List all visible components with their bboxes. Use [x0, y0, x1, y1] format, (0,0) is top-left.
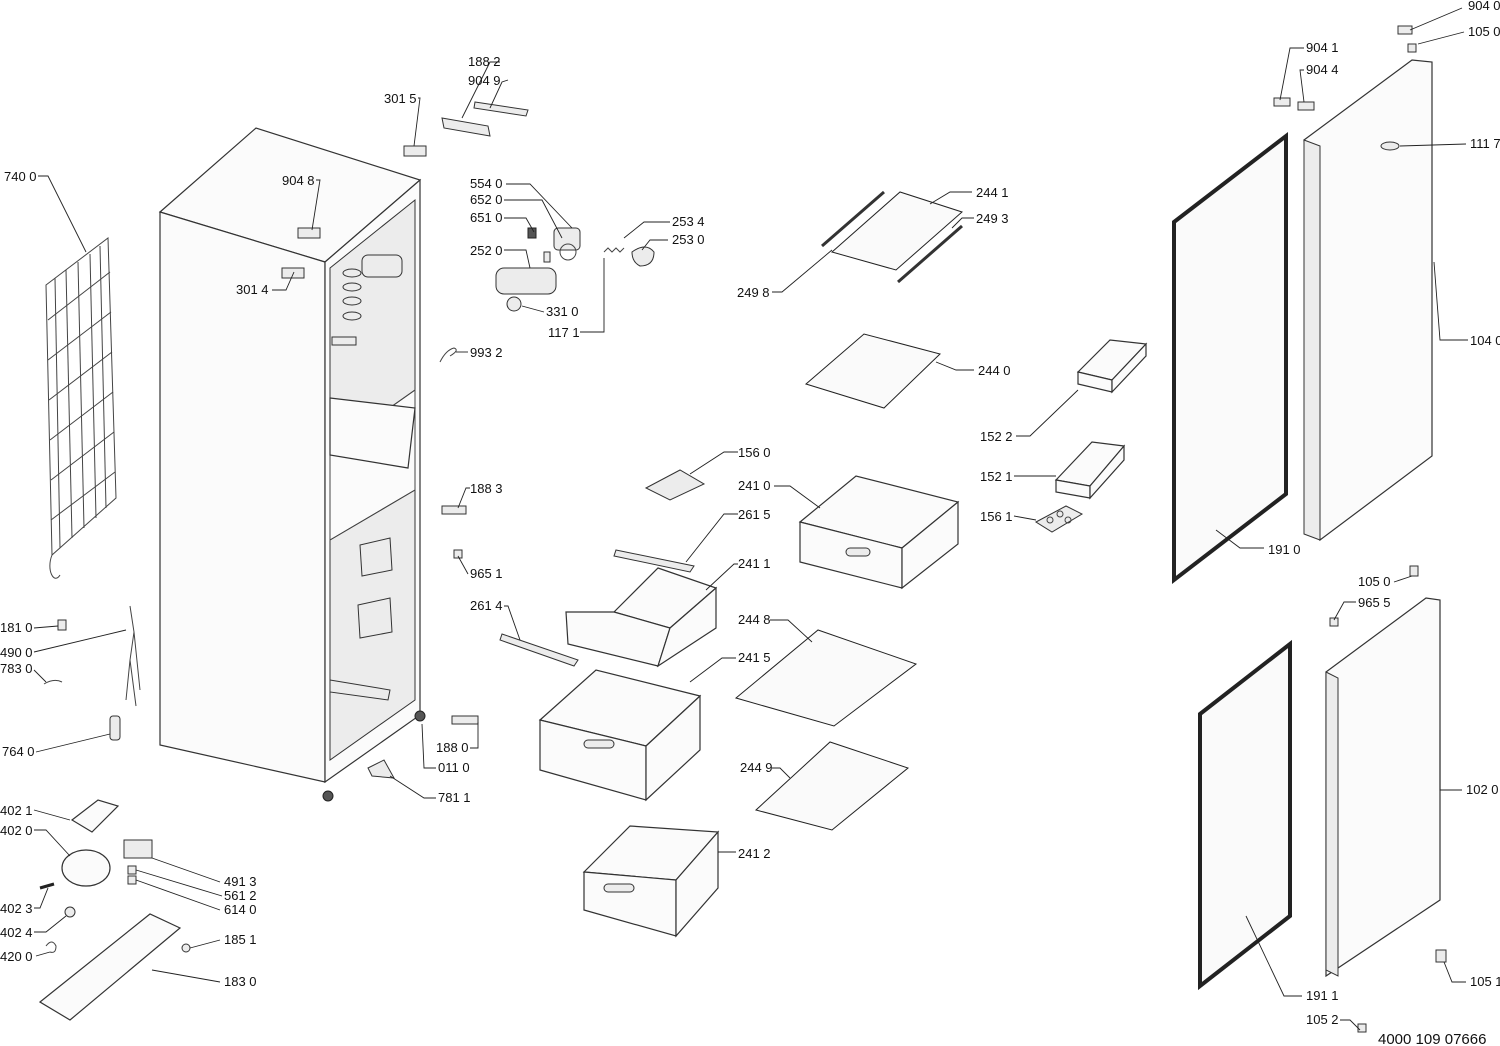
door-balconies [644, 339, 1148, 533]
label-781-1: 781 1 [438, 790, 471, 805]
label-188-2: 188 2 [468, 54, 501, 69]
label-652-0: 652 0 [470, 192, 503, 207]
label-904-8: 904 8 [282, 173, 315, 188]
label-152-1: 152 1 [980, 469, 1013, 484]
label-402-3: 402 3 [0, 901, 33, 916]
label-253-4: 253 4 [672, 214, 705, 229]
label-241-5: 241 5 [738, 650, 771, 665]
label-490-0: 490 0 [0, 645, 33, 660]
label-191-0: 191 0 [1268, 542, 1301, 557]
label-185-1: 185 1 [224, 932, 257, 947]
label-241-2: 241 2 [738, 846, 771, 861]
label-011-0: 011 0 [438, 760, 470, 775]
fridge-door-assembly [1172, 25, 1433, 585]
label-188-3: 188 3 [470, 481, 503, 496]
label-402-0: 402 0 [0, 823, 33, 838]
label-191-1: 191 1 [1306, 988, 1339, 1003]
label-102-0: 102 0 [1466, 782, 1499, 797]
label-904-0: 904 0 [1468, 0, 1500, 13]
label-241-1: 241 1 [738, 556, 771, 571]
label-104-0: 104 0 [1470, 333, 1500, 348]
crisper-drawers [499, 475, 960, 938]
label-783-0: 783 0 [0, 661, 33, 676]
label-152-2: 152 2 [980, 429, 1013, 444]
label-156-1: 156 1 [980, 509, 1013, 524]
label-402-1: 402 1 [0, 803, 33, 818]
label-249-3: 249 3 [976, 211, 1009, 226]
label-105-0: 105 0 [1468, 24, 1500, 39]
label-183-0: 183 0 [224, 974, 257, 989]
label-904-4: 904 4 [1306, 62, 1339, 77]
label-554-0: 554 0 [470, 176, 503, 191]
compressor-assembly [38, 799, 191, 1021]
label-244-9: 244 9 [740, 760, 773, 775]
label-301-4: 301 4 [236, 282, 269, 297]
label-244-0: 244 0 [978, 363, 1011, 378]
label-181-0: 181 0 [0, 620, 33, 635]
label-904-1: 904 1 [1306, 40, 1339, 55]
label-331-0: 331 0 [546, 304, 579, 319]
label-244-1: 244 1 [976, 185, 1009, 200]
freezer-door-assembly [1198, 565, 1447, 1033]
label-156-0: 156 0 [738, 445, 771, 460]
label-561-2: 561 2 [224, 888, 257, 903]
label-252-0: 252 0 [470, 243, 503, 258]
leader-lines [33, 7, 1468, 1031]
label-301-5: 301 5 [384, 91, 417, 106]
label-253-0: 253 0 [672, 232, 705, 247]
label-244-8: 244 8 [738, 612, 771, 627]
label-420-0: 420 0 [0, 949, 33, 964]
condenser-coil [45, 237, 117, 579]
drawing-code: 4000 109 07666 [1378, 1031, 1486, 1046]
glass-shelves [734, 190, 963, 831]
label-764-0: 764 0 [2, 744, 35, 759]
top-hinge-parts [441, 101, 529, 137]
label-105-1: 105 1 [1470, 974, 1500, 989]
label-965-5: 965 5 [1358, 595, 1391, 610]
label-261-5: 261 5 [738, 507, 771, 522]
label-249-8: 249 8 [737, 285, 770, 300]
label-491-3: 491 3 [224, 874, 257, 889]
label-105-0-b: 105 0 [1358, 574, 1391, 589]
label-241-0: 241 0 [738, 478, 771, 493]
label-965-1: 965 1 [470, 566, 503, 581]
label-614-0: 614 0 [224, 902, 257, 917]
label-188-0: 188 0 [436, 740, 469, 755]
label-117-1: 117 1 [548, 325, 580, 340]
label-651-0: 651 0 [470, 210, 503, 225]
label-402-4: 402 4 [0, 925, 33, 940]
label-105-2: 105 2 [1306, 1012, 1339, 1027]
label-904-9: 904 9 [468, 73, 501, 88]
label-993-2: 993 2 [470, 345, 503, 360]
label-740-0: 740 0 [4, 169, 37, 184]
electrical-components [43, 505, 479, 779]
thermostat-lamp-assembly [439, 227, 655, 363]
label-111-7: 111 7 [1470, 136, 1500, 151]
label-261-4: 261 4 [470, 598, 503, 613]
refrigerator-cabinet [158, 127, 427, 802]
